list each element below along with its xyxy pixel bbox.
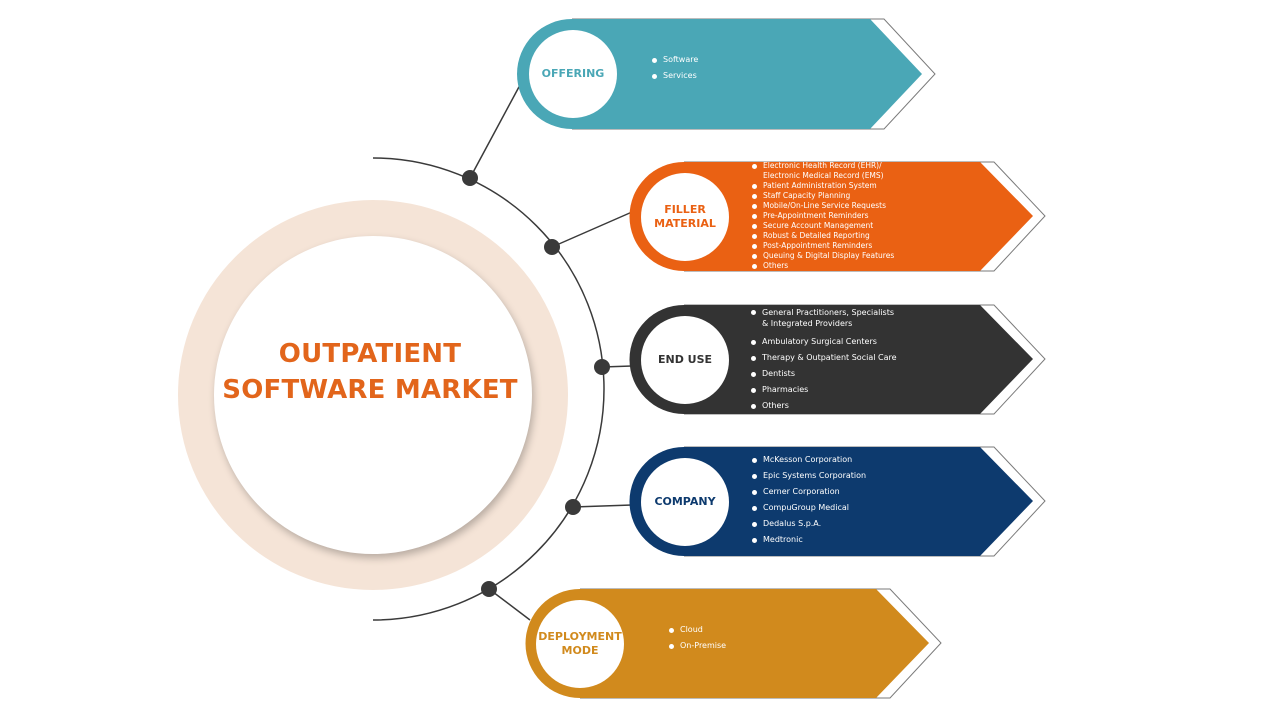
list-item: Services bbox=[652, 68, 872, 84]
list-item: Therapy & Outpatient Social Care bbox=[751, 350, 981, 366]
banner-company bbox=[629, 447, 1033, 556]
market-title: OUTPATIENT SOFTWARE MARKET bbox=[200, 336, 540, 408]
list-item: Others bbox=[751, 398, 981, 414]
list-item: Mobile/On-Line Service Requests bbox=[752, 201, 982, 211]
banner-offering bbox=[517, 19, 922, 129]
connector-dot-filler-material bbox=[544, 239, 560, 255]
segment-circle-filler-material: FILLER MATERIAL bbox=[641, 173, 729, 261]
connector-arc bbox=[372, 157, 605, 621]
list-item: McKesson Corporation bbox=[752, 452, 972, 468]
banner-end-use bbox=[629, 305, 1033, 414]
segment-label-company: COMPANY bbox=[654, 495, 716, 508]
list-item: Pharmacies bbox=[751, 382, 981, 398]
banner-deployment-mode bbox=[525, 589, 929, 698]
list-item: Queuing & Digital Display Features bbox=[752, 251, 982, 261]
list-item: Medtronic bbox=[752, 532, 972, 548]
segment-circle-deployment-mode: DEPLOYMENT MODE bbox=[536, 600, 624, 688]
connector-line-offering bbox=[469, 84, 521, 179]
list-item: Cerner Corporation bbox=[752, 484, 972, 500]
connector-dot-deployment-mode bbox=[481, 581, 497, 597]
segment-label-filler-material: FILLER MATERIAL bbox=[654, 203, 716, 230]
market-title-line-2: SOFTWARE MARKET bbox=[222, 375, 518, 405]
list-item: Electronic Health Record (EHR)/ Electron… bbox=[752, 161, 982, 181]
list-item: Software bbox=[652, 52, 872, 68]
connector-dot-company bbox=[565, 499, 581, 515]
segment-items-filler-material: Electronic Health Record (EHR)/ Electron… bbox=[752, 161, 982, 271]
list-item: Secure Account Management bbox=[752, 221, 982, 231]
connector-dot-offering bbox=[462, 170, 478, 186]
banner-filler-material bbox=[629, 162, 1033, 271]
segment-circle-offering: OFFERING bbox=[529, 30, 617, 118]
connector-line-company bbox=[572, 504, 633, 508]
segment-circle-company: COMPANY bbox=[641, 458, 729, 546]
list-item: Dentists bbox=[751, 366, 981, 382]
segment-label-end-use: END USE bbox=[657, 353, 713, 366]
list-item: Dedalus S.p.A. bbox=[752, 516, 972, 532]
segment-items-deployment-mode: Cloud On-Premise bbox=[669, 622, 869, 654]
list-item: General Practitioners, Specialists & Int… bbox=[751, 307, 981, 329]
list-item: Epic Systems Corporation bbox=[752, 468, 972, 484]
list-item: Others bbox=[752, 261, 982, 271]
market-title-line-1: OUTPATIENT bbox=[278, 339, 462, 369]
list-item: Robust & Detailed Reporting bbox=[752, 231, 982, 241]
segment-label-deployment-mode: DEPLOYMENT MODE bbox=[538, 630, 622, 657]
list-item: CompuGroup Medical bbox=[752, 500, 972, 516]
segment-items-offering: Software Services bbox=[652, 52, 872, 84]
connector-line-deployment-mode bbox=[488, 588, 531, 621]
segment-items-company: McKesson Corporation Epic Systems Corpor… bbox=[752, 452, 972, 548]
list-item: On-Premise bbox=[669, 638, 869, 654]
list-item: Cloud bbox=[669, 622, 869, 638]
segment-items-end-use: General Practitioners, Specialists & Int… bbox=[751, 307, 981, 414]
list-item: Pre-Appointment Reminders bbox=[752, 211, 982, 221]
connector-dot-end-use bbox=[594, 359, 610, 375]
segment-label-offering: OFFERING bbox=[541, 67, 605, 80]
list-item: Patient Administration System bbox=[752, 181, 982, 191]
segment-circle-end-use: END USE bbox=[641, 316, 729, 404]
list-item: Ambulatory Surgical Centers bbox=[751, 334, 981, 350]
connector-line-filler-material bbox=[551, 211, 633, 248]
list-item: Post-Appointment Reminders bbox=[752, 241, 982, 251]
list-item: Staff Capacity Planning bbox=[752, 191, 982, 201]
center-circle bbox=[214, 236, 532, 554]
